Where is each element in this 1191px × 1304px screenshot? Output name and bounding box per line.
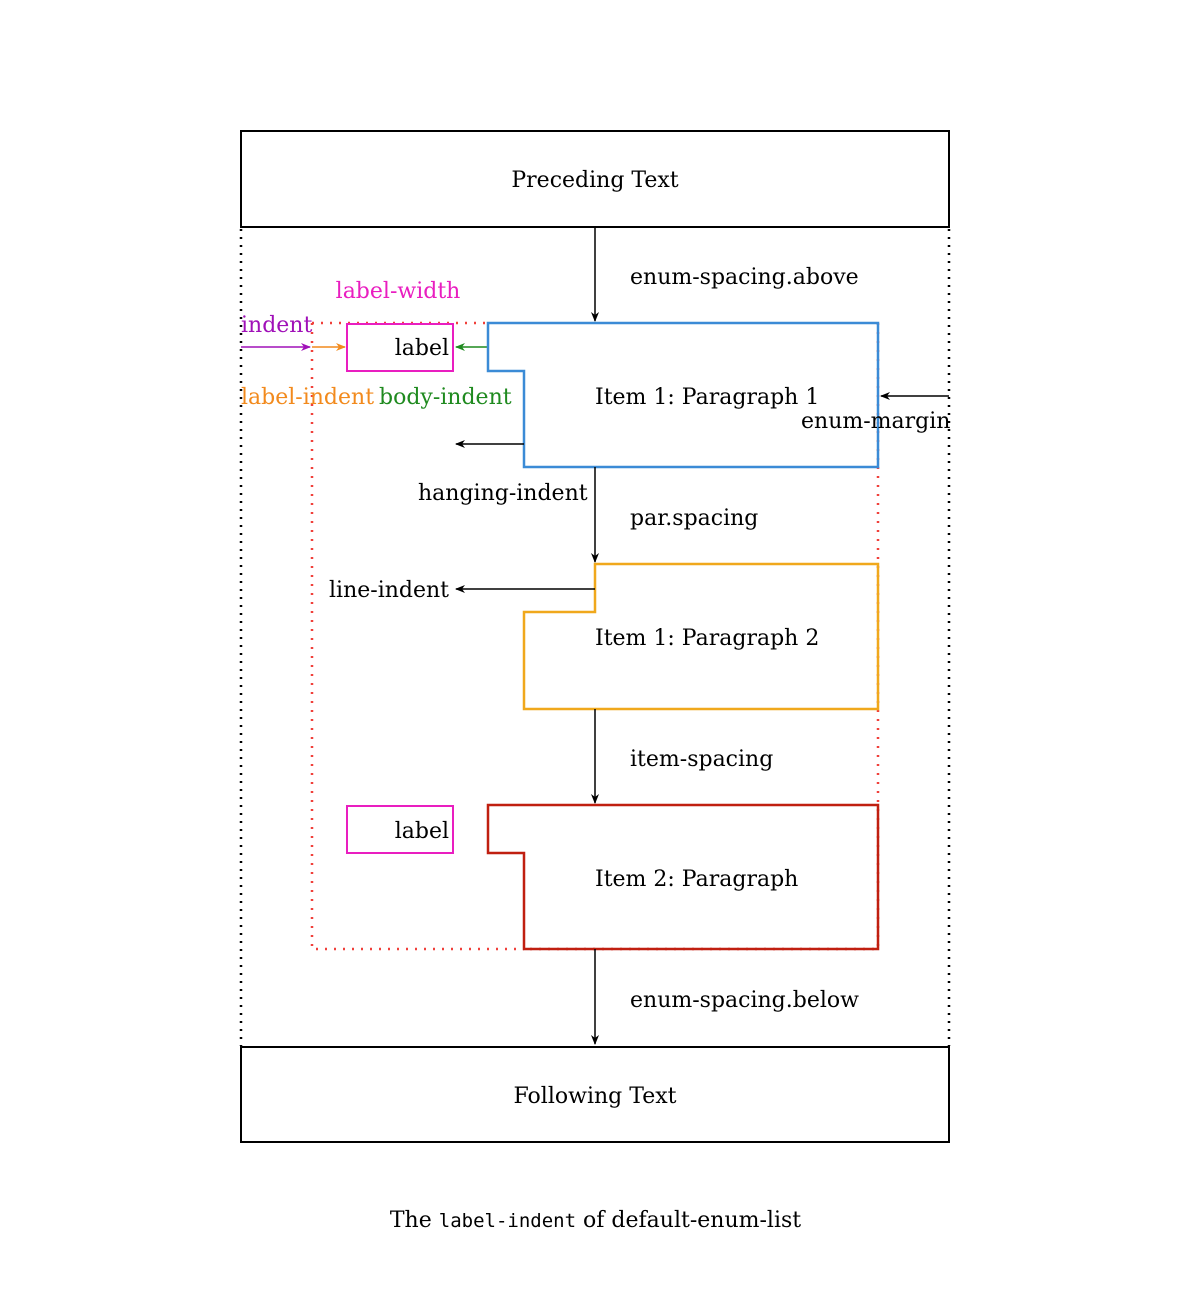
enum-spacing-below-label: enum-spacing.below [630,988,859,1013]
figure-caption: The label-indent of default-enum-list [0,1208,1191,1233]
preceding-text: Preceding Text [511,168,678,193]
item-spacing-label: item-spacing [630,747,773,772]
item1-paragraph2-text: Item 1: Paragraph 2 [595,626,819,651]
label-1-text: label [395,336,449,361]
item1-paragraph1-box [486,321,880,469]
par-spacing-label: par.spacing [630,506,758,531]
line-indent-label: line-indent [329,578,449,603]
indent-label: indent [241,313,312,338]
label-2-text: label [395,819,449,844]
item1-paragraph1-text: Item 1: Paragraph 1 [595,385,819,410]
caption-suffix: of default-enum-list [583,1208,802,1233]
following-text: Following Text [514,1084,677,1109]
caption-prefix: The [389,1208,432,1233]
item1-paragraph2-box [522,562,880,711]
item2-paragraph-text: Item 2: Paragraph [595,867,798,892]
caption-code: label-indent [438,1210,577,1232]
item2-paragraph-box [486,803,880,951]
hanging-indent-label: hanging-indent [418,481,588,506]
label-indent-label: label-indent [241,385,374,410]
body-indent-label: body-indent [379,385,512,410]
enum-body-dotted-region [310,321,880,951]
label-width-label: label-width [336,279,461,304]
enum-spacing-above-label: enum-spacing.above [630,265,859,290]
following-text-box [240,1046,950,1143]
enum-margin-label: enum-margin [801,409,950,434]
label-box-1 [346,323,454,372]
label-box-2 [346,805,454,854]
